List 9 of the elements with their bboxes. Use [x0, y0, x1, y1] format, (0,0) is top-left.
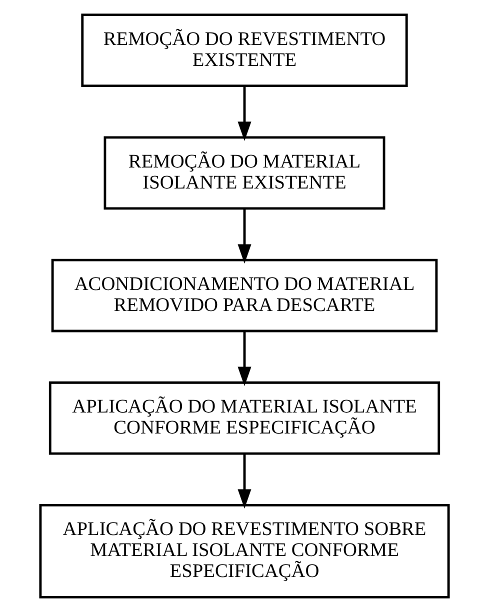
node-box: APLICAÇÃO DO REVESTIMENTO SOBRE MATERIAL ISOLANTE CONFORME ESPECIFICAÇÃO — [38, 504, 450, 598]
arrow — [237, 86, 251, 141]
node-box: APLICAÇÃO DO MATERIAL ISOLANTE CONFORME ESPECIFICAÇÃO — [48, 381, 440, 455]
arrow — [237, 454, 251, 509]
node-box: REMOÇÃO DO REVESTIMENTO EXISTENTE — [80, 14, 408, 88]
arrow — [237, 331, 251, 386]
arrow — [237, 208, 251, 264]
node-box: ACONDICIONAMENTO DO MATERIAL REMOVIDO PARA DESCARTE — [50, 258, 438, 332]
node-box: REMOÇÃO DO MATERIAL ISOLANTE EXISTENTE — [103, 136, 385, 210]
